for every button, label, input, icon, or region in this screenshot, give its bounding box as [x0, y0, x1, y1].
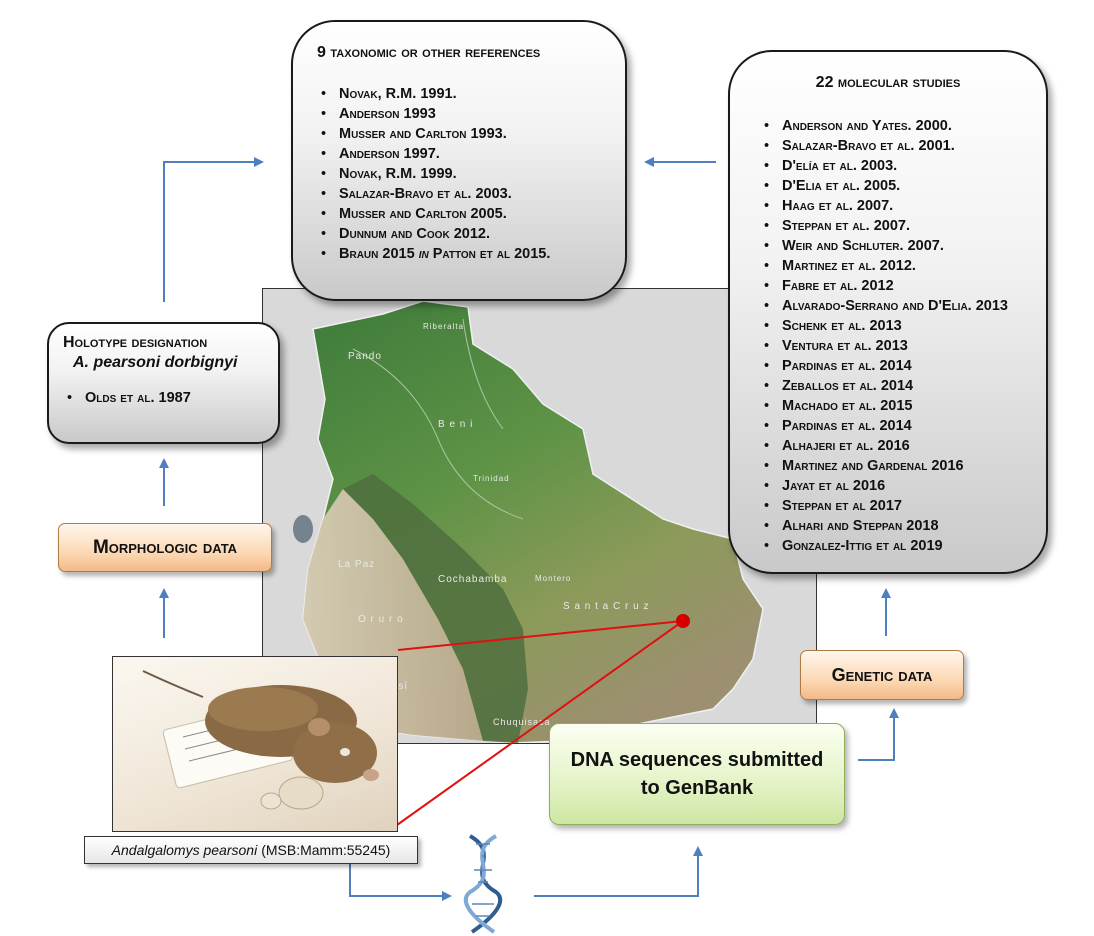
- reference-item: Dunnum and Cook 2012.: [317, 224, 625, 244]
- reference-item: Alhari and Steppan 2018: [760, 516, 1046, 536]
- molecular-title: 22 molecular studies: [815, 74, 961, 91]
- reference-item: Machado et al. 2015: [760, 396, 1046, 416]
- reference-item: Novak, R.M. 1991.: [317, 84, 625, 104]
- reference-item: Anderson and Yates. 2000.: [760, 116, 1046, 136]
- reference-item: Alvarado-Serrano and D'Elia. 2013: [760, 296, 1046, 316]
- arrow-genbank-to-genetic: [858, 708, 899, 761]
- reference-item: Fabre et al. 2012: [760, 276, 1046, 296]
- holotype-list: Olds et al. 1987: [63, 388, 278, 408]
- map-label-la-paz: La Paz: [338, 559, 376, 570]
- reference-item: Gonzalez-Ittig et al 2019: [760, 536, 1046, 556]
- reference-item: Anderson 1997.: [317, 144, 625, 164]
- map-label-oruro: O r u r o: [358, 614, 404, 625]
- genbank-text: DNA sequences submitted to GenBank: [570, 749, 824, 799]
- references-title: 9 taxonomic or other references: [317, 44, 541, 61]
- locality-point: [676, 614, 690, 628]
- map-label-riberalta: Riberalta: [423, 322, 465, 331]
- specimen-photo: [112, 656, 398, 832]
- holotype-title: Holotype designation: [63, 334, 208, 351]
- map-label-beni: B e n i: [438, 419, 474, 430]
- reference-item: Musser and Carlton 2005.: [317, 204, 625, 224]
- reference-item: D'elía et al. 2003.: [760, 156, 1046, 176]
- mouse-specimen-graphic: [142, 670, 379, 810]
- genbank-box: DNA sequences submitted to GenBank: [549, 723, 845, 825]
- reference-item: Braun 2015 in Patton et al 2015.: [317, 244, 625, 264]
- morphologic-data-label: Morphologic data: [58, 523, 272, 572]
- reference-item: D'Elia et al. 2005.: [760, 176, 1046, 196]
- reference-item: Olds et al. 1987: [63, 388, 278, 408]
- reference-item: Anderson 1993: [317, 104, 625, 124]
- holotype-subtitle: A. pearsoni dorbignyi: [73, 354, 238, 371]
- reference-item: Steppan et al. 2007.: [760, 216, 1046, 236]
- genetic-data-label: Genetic data: [800, 650, 964, 700]
- arrow-holotype-to-refs: [163, 157, 264, 302]
- reference-item: Schenk et al. 2013: [760, 316, 1046, 336]
- holotype-box: Holotype designation A. pearsoni dorbign…: [47, 322, 280, 444]
- reference-item: Zeballos et al. 2014: [760, 376, 1046, 396]
- reference-item: Ventura et al. 2013: [760, 336, 1046, 356]
- map-label-santa-cruz: S a n t a C r u z: [563, 601, 650, 612]
- reference-item: Pardinas et al. 2014: [760, 416, 1046, 436]
- map-label-cochabamba: Cochabamba: [438, 574, 508, 585]
- taxonomic-references-box: 9 taxonomic or other references Novak, R…: [291, 20, 627, 301]
- reference-item: Alhajeri et al. 2016: [760, 436, 1046, 456]
- locality-line-caption: [389, 620, 684, 831]
- map-label-chuquisaca: Chuquisaca: [493, 717, 551, 727]
- reference-item: Pardinas et al. 2014: [760, 356, 1046, 376]
- references-list: Novak, R.M. 1991.Anderson 1993Musser and…: [317, 84, 625, 264]
- arrow-caption-to-dna-icon: [349, 862, 452, 901]
- reference-item: Salazar-Bravo et al. 2003.: [317, 184, 625, 204]
- species-name: Andalgalomys pearsoni: [111, 842, 258, 858]
- molecular-list: Anderson and Yates. 2000.Salazar-Bravo e…: [760, 116, 1046, 556]
- specimen-caption: Andalgalomys pearsoni (MSB:Mamm:55245): [84, 836, 418, 864]
- reference-item: Martinez et al. 2012.: [760, 256, 1046, 276]
- reference-item: Steppan et al 2017: [760, 496, 1046, 516]
- catalog-number: (MSB:Mamm:55245): [261, 842, 391, 858]
- reference-item: Jayat et al 2016: [760, 476, 1046, 496]
- arrow-dna-icon-to-genbank: [534, 846, 703, 897]
- map-label-pando: Pando: [348, 351, 382, 362]
- reference-item: Salazar-Bravo et al. 2001.: [760, 136, 1046, 156]
- map-label-montero: Montero: [535, 574, 572, 583]
- locality-line-photo: [397, 620, 684, 651]
- map-label-trinidad: Trinidad: [473, 474, 510, 483]
- molecular-studies-box: 22 molecular studies Anderson and Yates.…: [728, 50, 1048, 574]
- reference-item: Weir and Schluter. 2007.: [760, 236, 1046, 256]
- reference-item: Haag et al. 2007.: [760, 196, 1046, 216]
- reference-item: Musser and Carlton 1993.: [317, 124, 625, 144]
- dna-helix-icon: [463, 834, 503, 934]
- in-italic: in: [418, 246, 429, 262]
- reference-item: Martinez and Gardenal 2016: [760, 456, 1046, 476]
- reference-item: Novak, R.M. 1999.: [317, 164, 625, 184]
